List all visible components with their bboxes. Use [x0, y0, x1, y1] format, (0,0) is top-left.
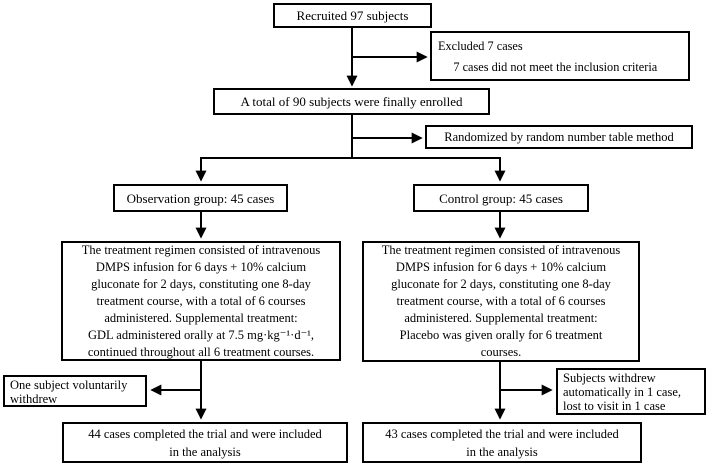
node-enrolled: A total of 90 subjects were finally enro…	[213, 88, 490, 115]
node-control-group-text: Control group: 45 cases	[439, 190, 563, 206]
node-observation-group-text: Observation group: 45 cases	[126, 190, 275, 206]
node-withdraw-control-text: Subjects withdrew automatically in 1 cas…	[563, 371, 682, 413]
node-treatment-control: The treatment regimen consisted of intra…	[362, 241, 640, 362]
node-completed-observation: 44 cases completed the trial and were in…	[62, 422, 348, 463]
node-treatment-control-text: The treatment regimen consisted of intra…	[381, 243, 621, 359]
node-recruited-text: Recruited 97 subjects	[296, 8, 409, 23]
node-randomized: Randomized by random number table method	[425, 125, 693, 149]
node-observation-group: Observation group: 45 cases	[113, 184, 288, 212]
node-withdraw-observation: One subject voluntarily withdrew	[3, 375, 147, 407]
node-recruited: Recruited 97 subjects	[273, 3, 432, 28]
node-withdraw-observation-text: One subject voluntarily withdrew	[10, 378, 128, 406]
node-excluded: Excluded 7 cases 7 cases did not meet th…	[430, 31, 690, 81]
node-completed-control-text: 43 cases completed the trial and were in…	[385, 426, 619, 459]
node-withdraw-control: Subjects withdrew automatically in 1 cas…	[556, 368, 706, 415]
node-treatment-observation-text: The treatment regimen consisted of intra…	[81, 242, 321, 359]
node-enrolled-text: A total of 90 subjects were finally enro…	[240, 94, 463, 109]
node-randomized-text: Randomized by random number table method	[444, 129, 674, 144]
node-control-group: Control group: 45 cases	[413, 184, 589, 212]
node-completed-observation-text: 44 cases completed the trial and were in…	[88, 426, 322, 459]
node-excluded-text: Excluded 7 cases 7 cases did not meet th…	[438, 39, 658, 74]
node-treatment-observation: The treatment regimen consisted of intra…	[61, 241, 341, 361]
node-completed-control: 43 cases completed the trial and were in…	[362, 422, 642, 463]
